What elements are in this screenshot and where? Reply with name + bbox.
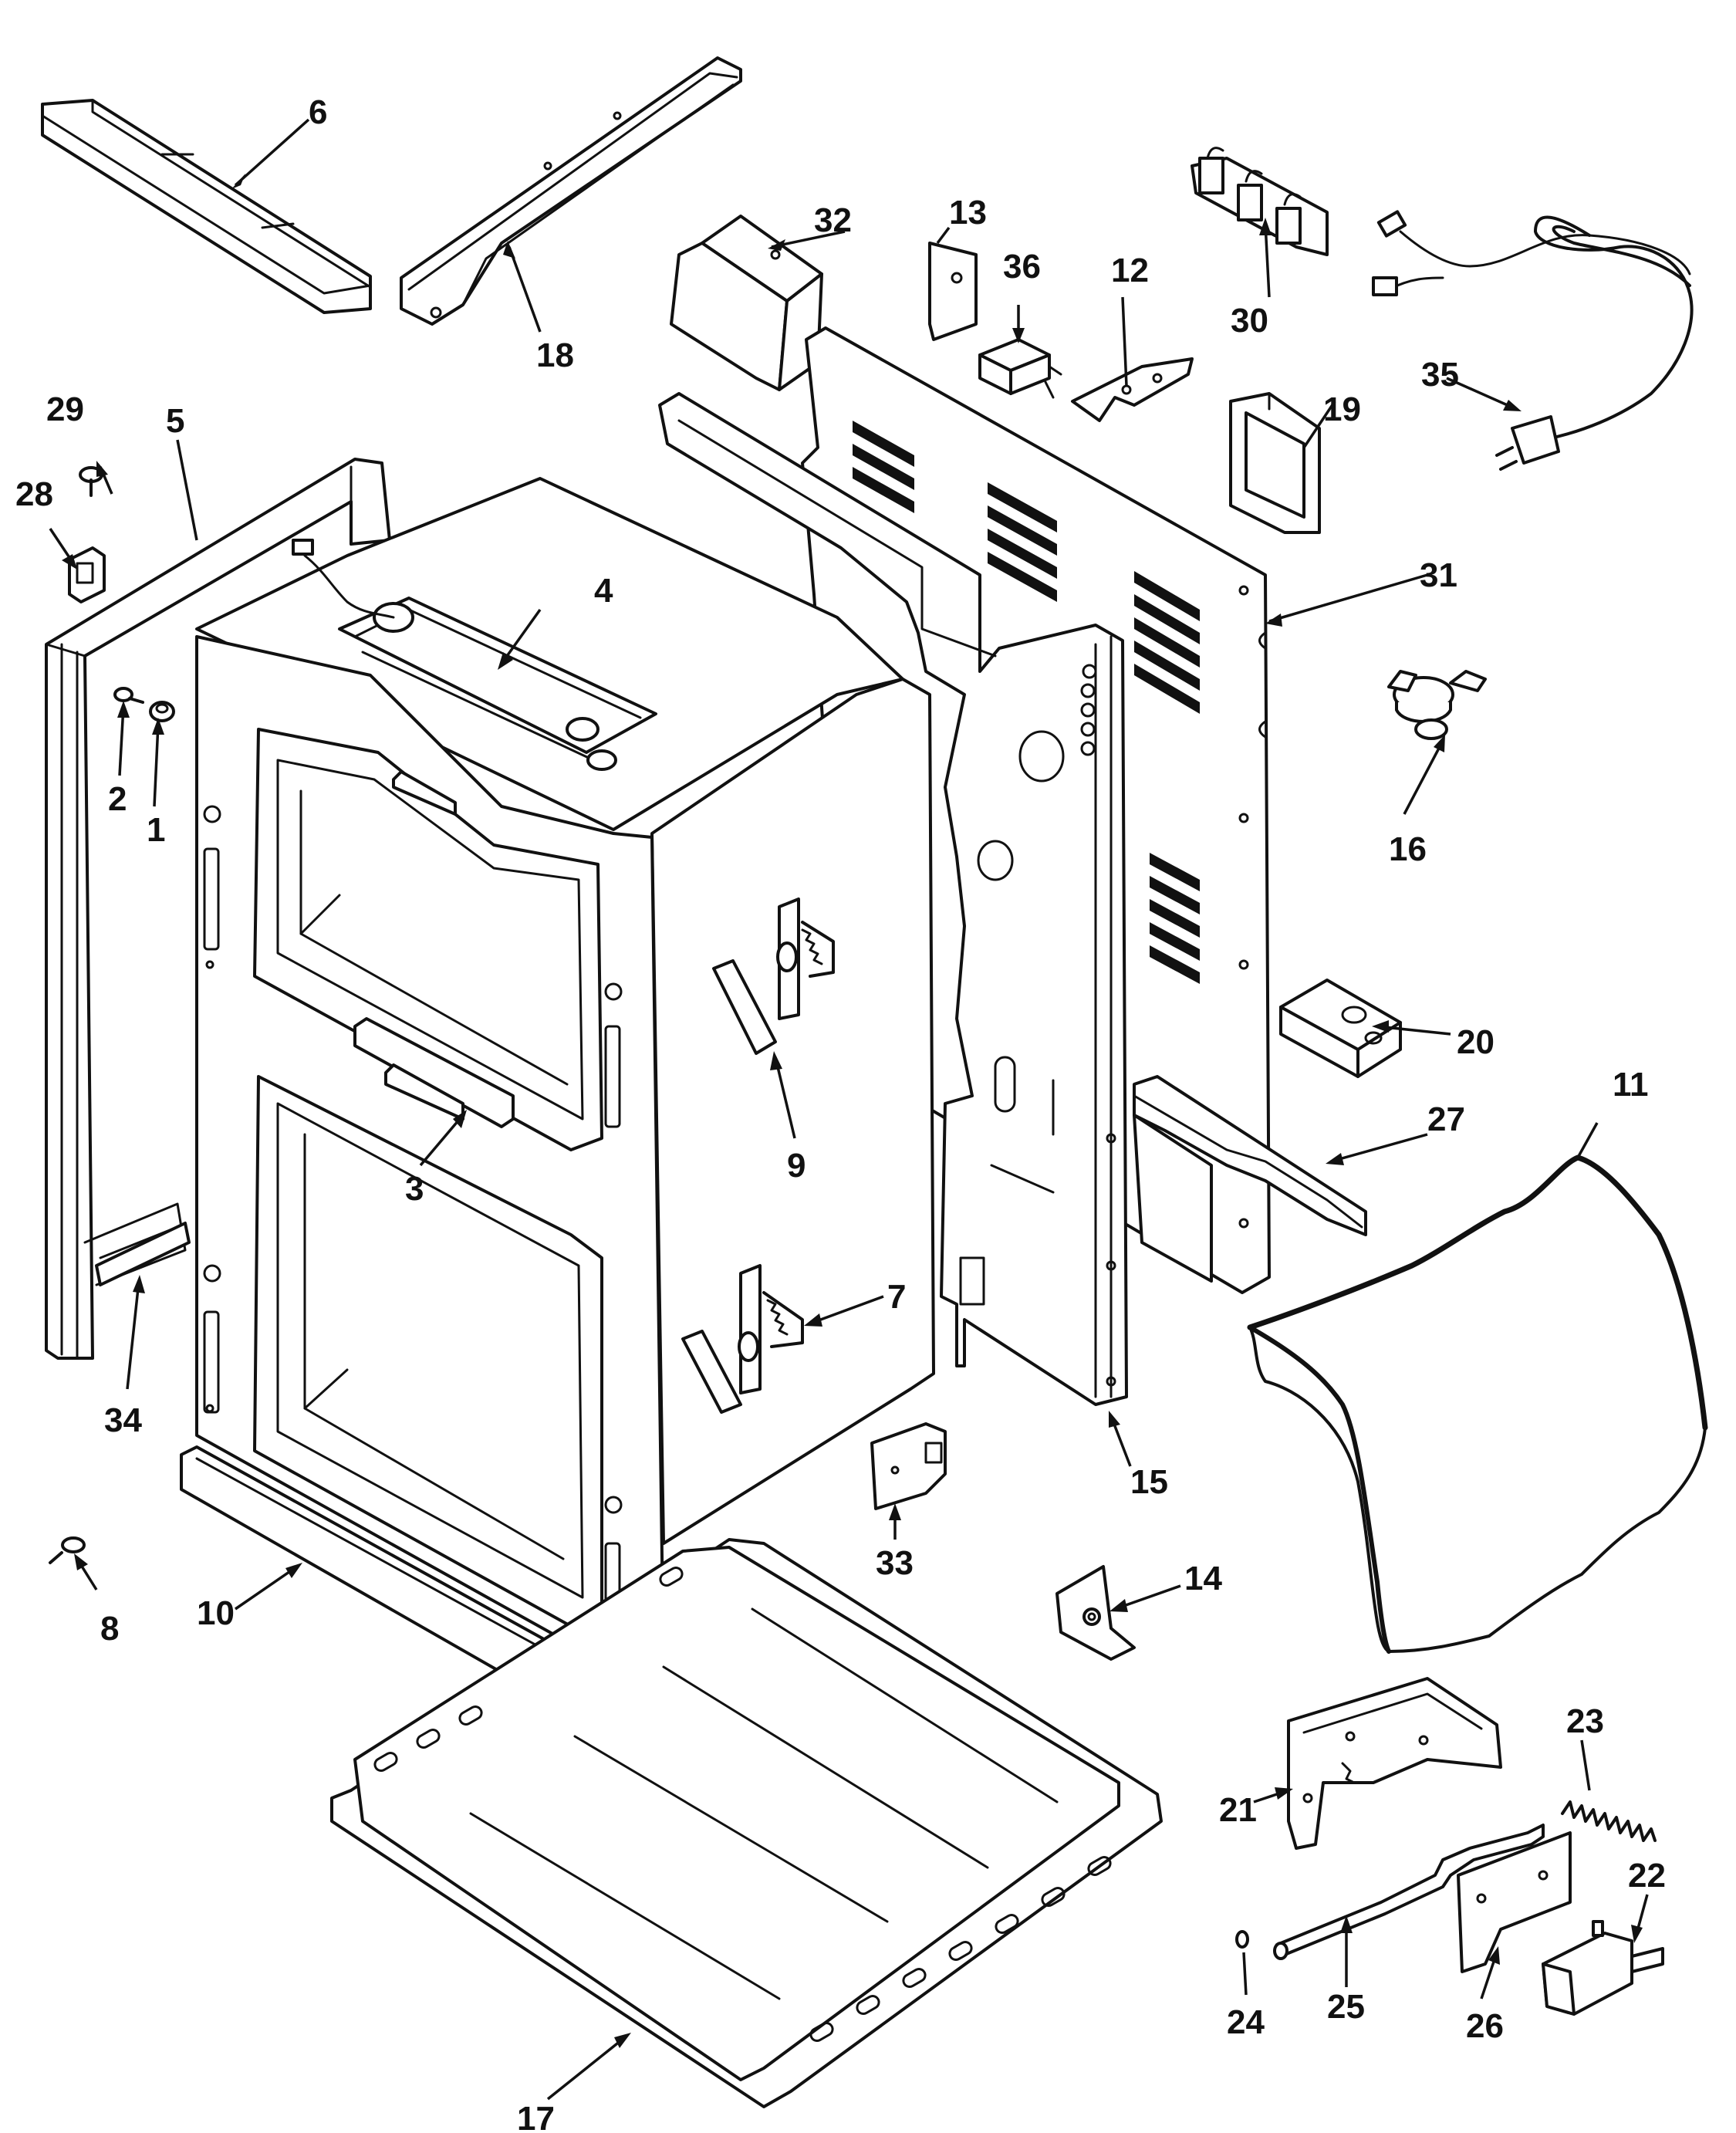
callout-18: 18: [536, 336, 574, 374]
callout-33: 33: [876, 1544, 914, 1582]
part-14-bracket: [1055, 1565, 1136, 1661]
part-13-plate: [928, 242, 978, 341]
callout-10: 10: [197, 1594, 235, 1632]
part-21-bracket: [1287, 1677, 1502, 1850]
callout-32: 32: [814, 201, 852, 239]
callout-27: 27: [1427, 1100, 1465, 1138]
part-30-terminal-block: [1191, 147, 1329, 256]
part-4-element: [292, 539, 657, 771]
callout-21: 21: [1219, 1791, 1257, 1829]
part-9-hinge: [712, 897, 835, 1055]
callout-17: 17: [517, 2100, 555, 2133]
callout-1: 1: [147, 811, 165, 849]
part-11-insulation: [1247, 1154, 1708, 1654]
callout-4: 4: [594, 572, 613, 610]
callout-6: 6: [309, 93, 327, 131]
part-20-bracket: [1279, 979, 1402, 1078]
callout-20: 20: [1457, 1023, 1495, 1061]
callout-15: 15: [1130, 1463, 1168, 1501]
callout-14: 14: [1184, 1560, 1222, 1597]
callout-8: 8: [100, 1610, 119, 1648]
part-5-left-frame: [45, 458, 391, 1360]
callout-numbers: 6 18 32 13 36 12 30 35 19 29 5 28 31 4 2…: [15, 93, 1666, 2133]
part-28-clip: [68, 546, 106, 603]
callout-12: 12: [1111, 252, 1149, 289]
part-2-screw: [113, 687, 144, 704]
part-34-channel: [95, 1222, 191, 1286]
callout-9: 9: [787, 1147, 806, 1185]
callout-7: 7: [887, 1278, 906, 1316]
part-1-grommet: [149, 701, 175, 722]
part-16-thermostat: [1387, 670, 1487, 740]
callout-23: 23: [1566, 1702, 1604, 1740]
callout-13: 13: [949, 194, 987, 232]
part-25-rod: [1273, 1824, 1545, 1960]
part-17-bottom-panel: [330, 1538, 1163, 2108]
part-36-relay: [978, 338, 1062, 399]
callout-16: 16: [1389, 830, 1427, 868]
callout-2: 2: [108, 780, 127, 818]
part-7-hinge: [681, 1264, 804, 1414]
part-19-bracket: [1229, 392, 1321, 534]
callout-28: 28: [15, 475, 53, 513]
callout-11: 11: [1613, 1066, 1649, 1104]
callout-3: 3: [405, 1170, 424, 1208]
part-6-top-trim: [41, 99, 372, 314]
callout-5: 5: [166, 402, 184, 440]
callout-22: 22: [1628, 1857, 1666, 1895]
callout-35: 35: [1421, 356, 1459, 394]
callout-24: 24: [1227, 2003, 1265, 2041]
callout-30: 30: [1231, 302, 1268, 340]
callout-25: 25: [1327, 1988, 1365, 2026]
part-32-bracket: [670, 215, 823, 391]
part-12-bracket: [1071, 357, 1194, 422]
callout-31: 31: [1420, 556, 1457, 594]
part-8-screw: [49, 1536, 86, 1564]
callout-26: 26: [1466, 2007, 1504, 2045]
part-24-pin: [1235, 1930, 1249, 1949]
callout-34: 34: [104, 1401, 142, 1439]
part-33-bracket: [870, 1422, 947, 1510]
part-22-switch: [1542, 1920, 1664, 2016]
callout-leaders: [49, 118, 1649, 2101]
part-18-top-brace: [400, 56, 742, 326]
part-23-spring: [1561, 1800, 1657, 1842]
part-26-plate: [1457, 1831, 1572, 1973]
oven-cavity: [195, 477, 935, 1680]
callout-19: 19: [1323, 390, 1361, 428]
part-27-channel: [1133, 1075, 1367, 1283]
callout-36: 36: [1003, 248, 1041, 286]
callout-29: 29: [46, 390, 84, 428]
part-35-power-cord: [1372, 210, 1694, 471]
